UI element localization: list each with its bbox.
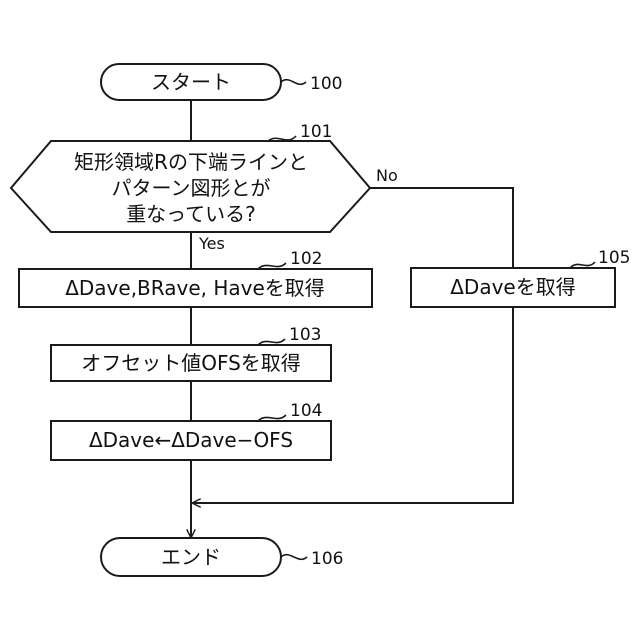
connector-no-branch bbox=[370, 188, 513, 268]
start-label: スタート bbox=[151, 70, 231, 94]
ref-106: 106 bbox=[311, 549, 343, 569]
process-103-label: オフセット値OFSを取得 bbox=[81, 351, 301, 375]
leader-100 bbox=[281, 80, 306, 85]
yes-label: Yes bbox=[198, 234, 225, 253]
end-label: エンド bbox=[161, 545, 221, 569]
ref-105: 105 bbox=[598, 248, 630, 268]
process-102-label: ΔDave,BRave, Haveを取得 bbox=[65, 276, 325, 300]
decision-line-2: パターン図形とが bbox=[112, 176, 271, 200]
process-105-label: ΔDaveを取得 bbox=[450, 275, 575, 299]
ref-101: 101 bbox=[300, 122, 332, 142]
no-label: No bbox=[376, 166, 398, 185]
ref-100: 100 bbox=[310, 74, 342, 94]
decision-line-1: 矩形領域Rの下端ラインと bbox=[74, 150, 308, 174]
connector-105-to-merge bbox=[193, 307, 513, 503]
ref-104: 104 bbox=[290, 401, 322, 421]
decision-line-3: 重なっている? bbox=[126, 202, 256, 226]
process-104-label: ΔDave←ΔDave−OFS bbox=[89, 428, 293, 452]
ref-102: 102 bbox=[290, 249, 322, 269]
leader-106 bbox=[281, 555, 307, 560]
ref-103: 103 bbox=[289, 325, 321, 345]
